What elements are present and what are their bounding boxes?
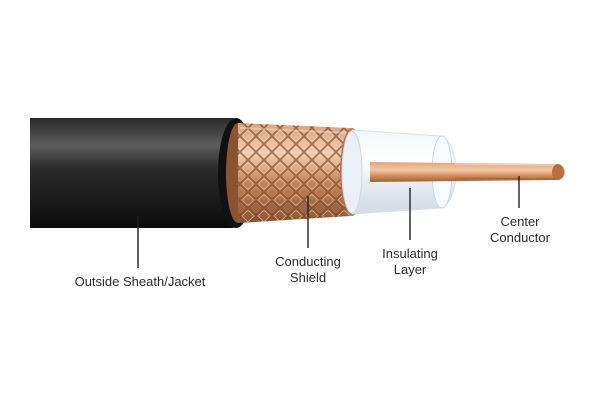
label-insulating-layer-line1: Insulating (382, 246, 438, 261)
conducting-shield (238, 123, 368, 223)
label-outside-sheath-text: Outside Sheath/Jacket (74, 274, 206, 289)
label-conducting-shield-line2: Shield (289, 270, 327, 285)
outer-jacket (30, 118, 254, 228)
center-conductor (370, 162, 565, 182)
label-center-conductor: Center Conductor (470, 214, 570, 246)
label-insulating-layer: Insulating Layer (360, 246, 460, 278)
leader-lines (137, 176, 520, 268)
label-conducting-shield: Conducting Shield (258, 254, 358, 286)
label-center-conductor-line1: Center (500, 214, 540, 229)
label-conducting-shield-line1: Conducting (275, 254, 341, 269)
label-center-conductor-line2: Conductor (490, 230, 550, 245)
label-insulating-layer-line2: Layer (393, 262, 427, 277)
label-outside-sheath: Outside Sheath/Jacket (40, 274, 240, 290)
